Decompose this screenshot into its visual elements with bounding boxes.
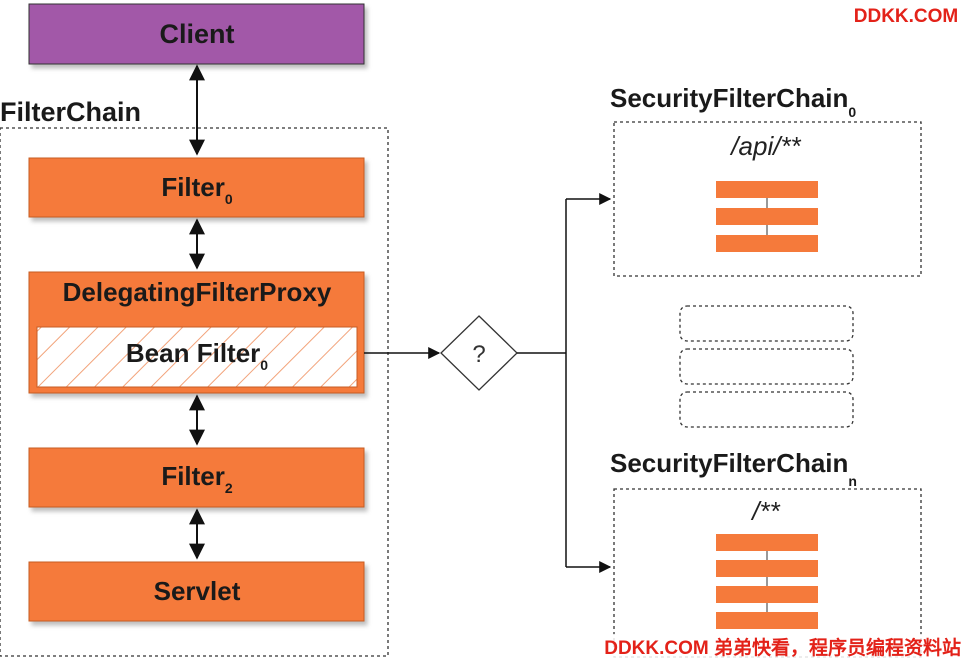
chain0-filter-3 (716, 235, 818, 252)
filter2-label: Filter (161, 461, 225, 491)
chainN-filter-1 (716, 534, 818, 551)
filter0-box: Filter0 (28, 157, 365, 218)
filter0-sub: 0 (225, 191, 233, 207)
decision-label: ? (472, 341, 485, 368)
chainN-pattern: /** (750, 496, 780, 526)
watermark-bottom: DDKK.COM 弟弟快看，程序员编程资料站 (604, 636, 961, 658)
chainN-filters (716, 534, 818, 629)
client-label: Client (159, 19, 234, 49)
filter2-box: Filter2 (28, 447, 365, 508)
client-box: Client (28, 3, 365, 65)
chain0-filter-1 (716, 181, 818, 198)
chainN-container (613, 488, 922, 658)
bean-filter-label: Bean Filter (126, 338, 260, 368)
chainN-title-text: SecurityFilterChainn (610, 448, 857, 489)
chainN-sub: n (848, 473, 857, 489)
svg-text:Bean Filter0: Bean Filter0 (126, 338, 268, 373)
watermark-bottom-bg (578, 634, 964, 658)
servlet-label: Servlet (154, 576, 241, 606)
filter-chain-title: FilterChain (0, 97, 141, 127)
chainN-title: SecurityFilterChain (610, 448, 848, 478)
chainN-filter-2 (716, 560, 818, 577)
watermark-top: DDKK.COM (854, 6, 959, 27)
chainN-filter-4 (716, 612, 818, 629)
chain0-pattern: /api/** (729, 131, 801, 161)
chain0-filters (716, 181, 818, 252)
svg-text:Filter0: Filter0 (161, 172, 233, 207)
decision-diamond: ? (440, 315, 518, 391)
delegating-filter-proxy-label: DelegatingFilterProxy (63, 277, 332, 307)
filter0-label: Filter (161, 172, 225, 202)
bean-filter-sub: 0 (260, 357, 268, 373)
placeholder-chain-3 (679, 391, 854, 428)
svg-text:Filter2: Filter2 (161, 461, 233, 496)
chain0-container (613, 121, 922, 277)
filter2-sub: 2 (225, 480, 233, 496)
chain0-title: SecurityFilterChain (610, 83, 848, 113)
placeholder-chain-2 (679, 348, 854, 385)
chain0-filter-2 (716, 208, 818, 225)
bean-filter-box: Bean Filter0 (36, 326, 358, 388)
chain0-title-text: SecurityFilterChain0 (610, 83, 856, 120)
placeholder-chain-1 (679, 305, 854, 342)
chain0-sub: 0 (848, 104, 856, 120)
servlet-box: Servlet (28, 561, 365, 622)
chainN-filter-3 (716, 586, 818, 603)
